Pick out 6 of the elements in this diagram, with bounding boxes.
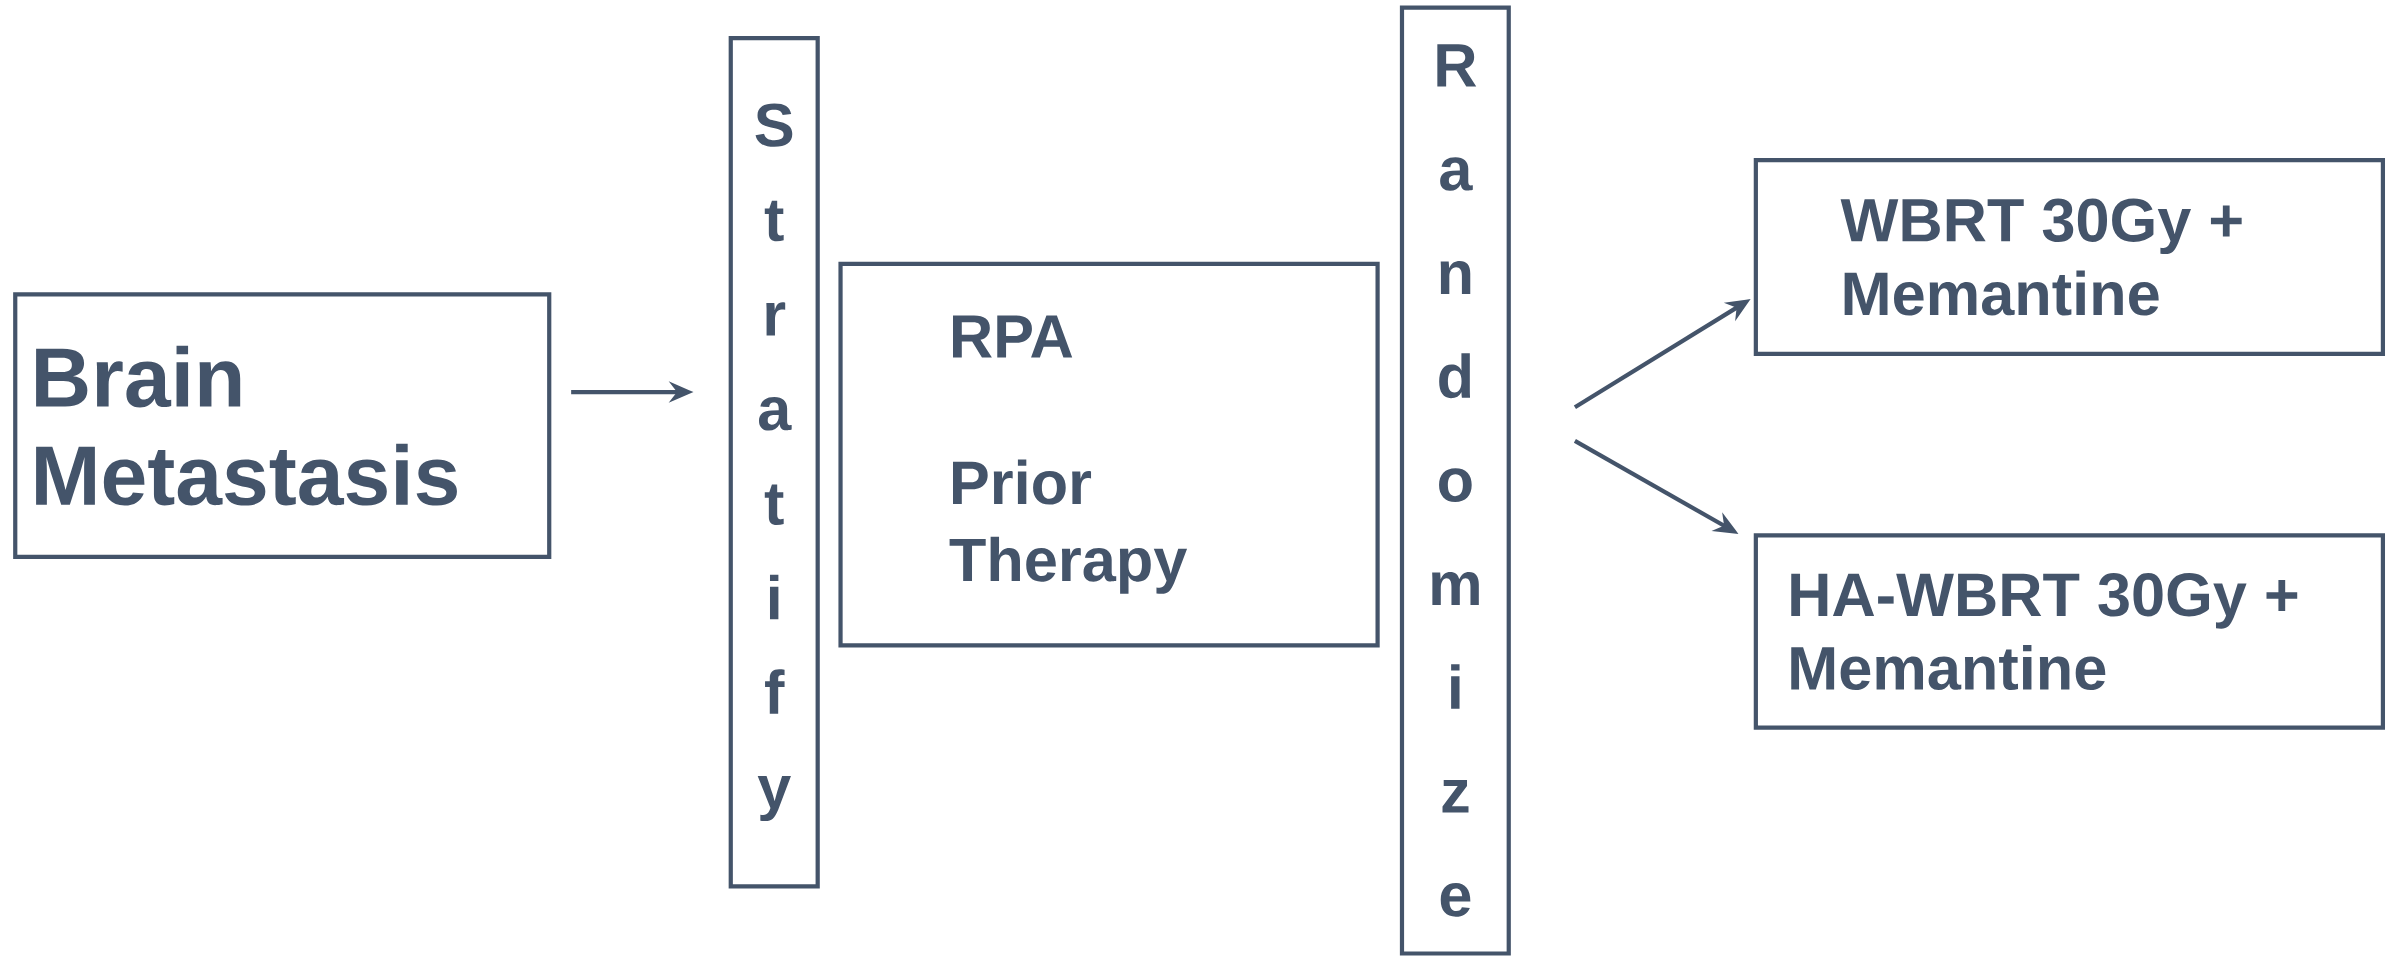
label-column-box: Stratify xyxy=(728,35,820,889)
process-box: Brain Metastasis xyxy=(13,292,552,559)
process-box: WBRT 30Gy + Memantine xyxy=(1753,157,2385,356)
process-box: HA-WBRT 30Gy + Memantine xyxy=(1753,533,2385,730)
label-column-box: Randomize xyxy=(1399,5,1511,956)
process-box: RPA Prior Therapy xyxy=(838,261,1380,648)
